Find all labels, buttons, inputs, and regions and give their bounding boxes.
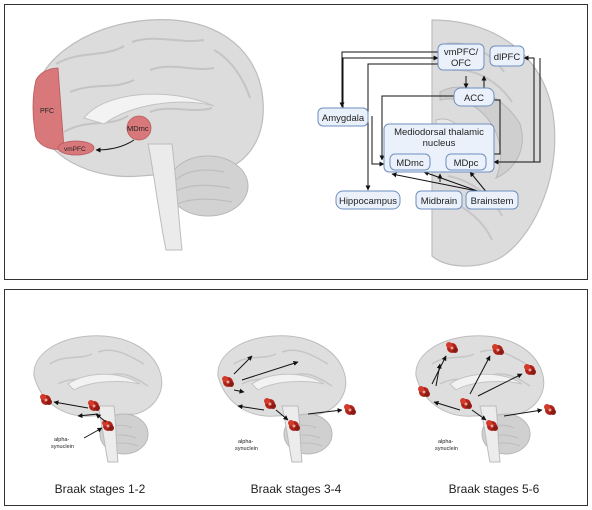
- braak-brain-3: [415, 335, 556, 463]
- node-hippocampus: Hippocampus: [335, 190, 401, 210]
- svg-text:ACC: ACC: [464, 93, 484, 104]
- vmpfc-label: vmPFC: [64, 146, 86, 153]
- synuclein-label-2a: alpha-: [238, 439, 253, 445]
- svg-text:Amygdala: Amygdala: [322, 113, 365, 124]
- vmpfc-region: [57, 140, 95, 156]
- node-dlpfc: dlPFC: [489, 45, 525, 67]
- node-mdmc: MDmc: [389, 153, 431, 171]
- svg-text:Mediodorsal thalamic: Mediodorsal thalamic: [394, 127, 484, 138]
- mdmc-region: [126, 115, 152, 141]
- node-vmpfc-ofc: vmPFC/ OFC: [437, 43, 485, 71]
- svg-text:nucleus: nucleus: [423, 138, 456, 149]
- stage-caption-1: Braak stages 1-2: [55, 482, 146, 496]
- svg-text:dlPFC: dlPFC: [494, 52, 521, 63]
- synuclein-label-2b: synuclein: [235, 446, 258, 452]
- synuclein-label-3a: alpha-: [438, 439, 453, 445]
- svg-text:Midbrain: Midbrain: [421, 196, 457, 207]
- synuclein-label-3b: synuclein: [435, 446, 458, 452]
- braak-brain-1: [33, 335, 163, 463]
- pfc-region: [32, 67, 65, 150]
- svg-text:MDpc: MDpc: [454, 158, 479, 169]
- sagittal-brain: [32, 19, 264, 251]
- node-mdpc: MDpc: [445, 153, 487, 171]
- svg-text:Hippocampus: Hippocampus: [339, 196, 397, 207]
- synuclein-label-1b: synuclein: [51, 444, 74, 450]
- mdmc-label: MDmc: [127, 124, 149, 133]
- synuclein-label-1a: alpha-: [54, 437, 69, 443]
- stage-caption-3: Braak stages 5-6: [449, 482, 540, 496]
- stage-caption-2: Braak stages 3-4: [251, 482, 342, 496]
- braak-brain-2: [217, 335, 356, 463]
- node-amygdala: Amygdala: [317, 107, 369, 127]
- node-brainstem: Brainstem: [465, 190, 519, 210]
- svg-text:Brainstem: Brainstem: [471, 196, 514, 207]
- pfc-label: PFC: [40, 108, 54, 115]
- node-midbrain: Midbrain: [415, 190, 463, 210]
- svg-text:vmPFC/: vmPFC/: [444, 47, 479, 58]
- node-acc: ACC: [453, 87, 495, 107]
- svg-text:MDmc: MDmc: [396, 158, 424, 169]
- mdmc-to-vmpfc-arrow: [95, 139, 135, 153]
- svg-text:OFC: OFC: [451, 58, 471, 69]
- circuit-arrows: [339, 51, 541, 195]
